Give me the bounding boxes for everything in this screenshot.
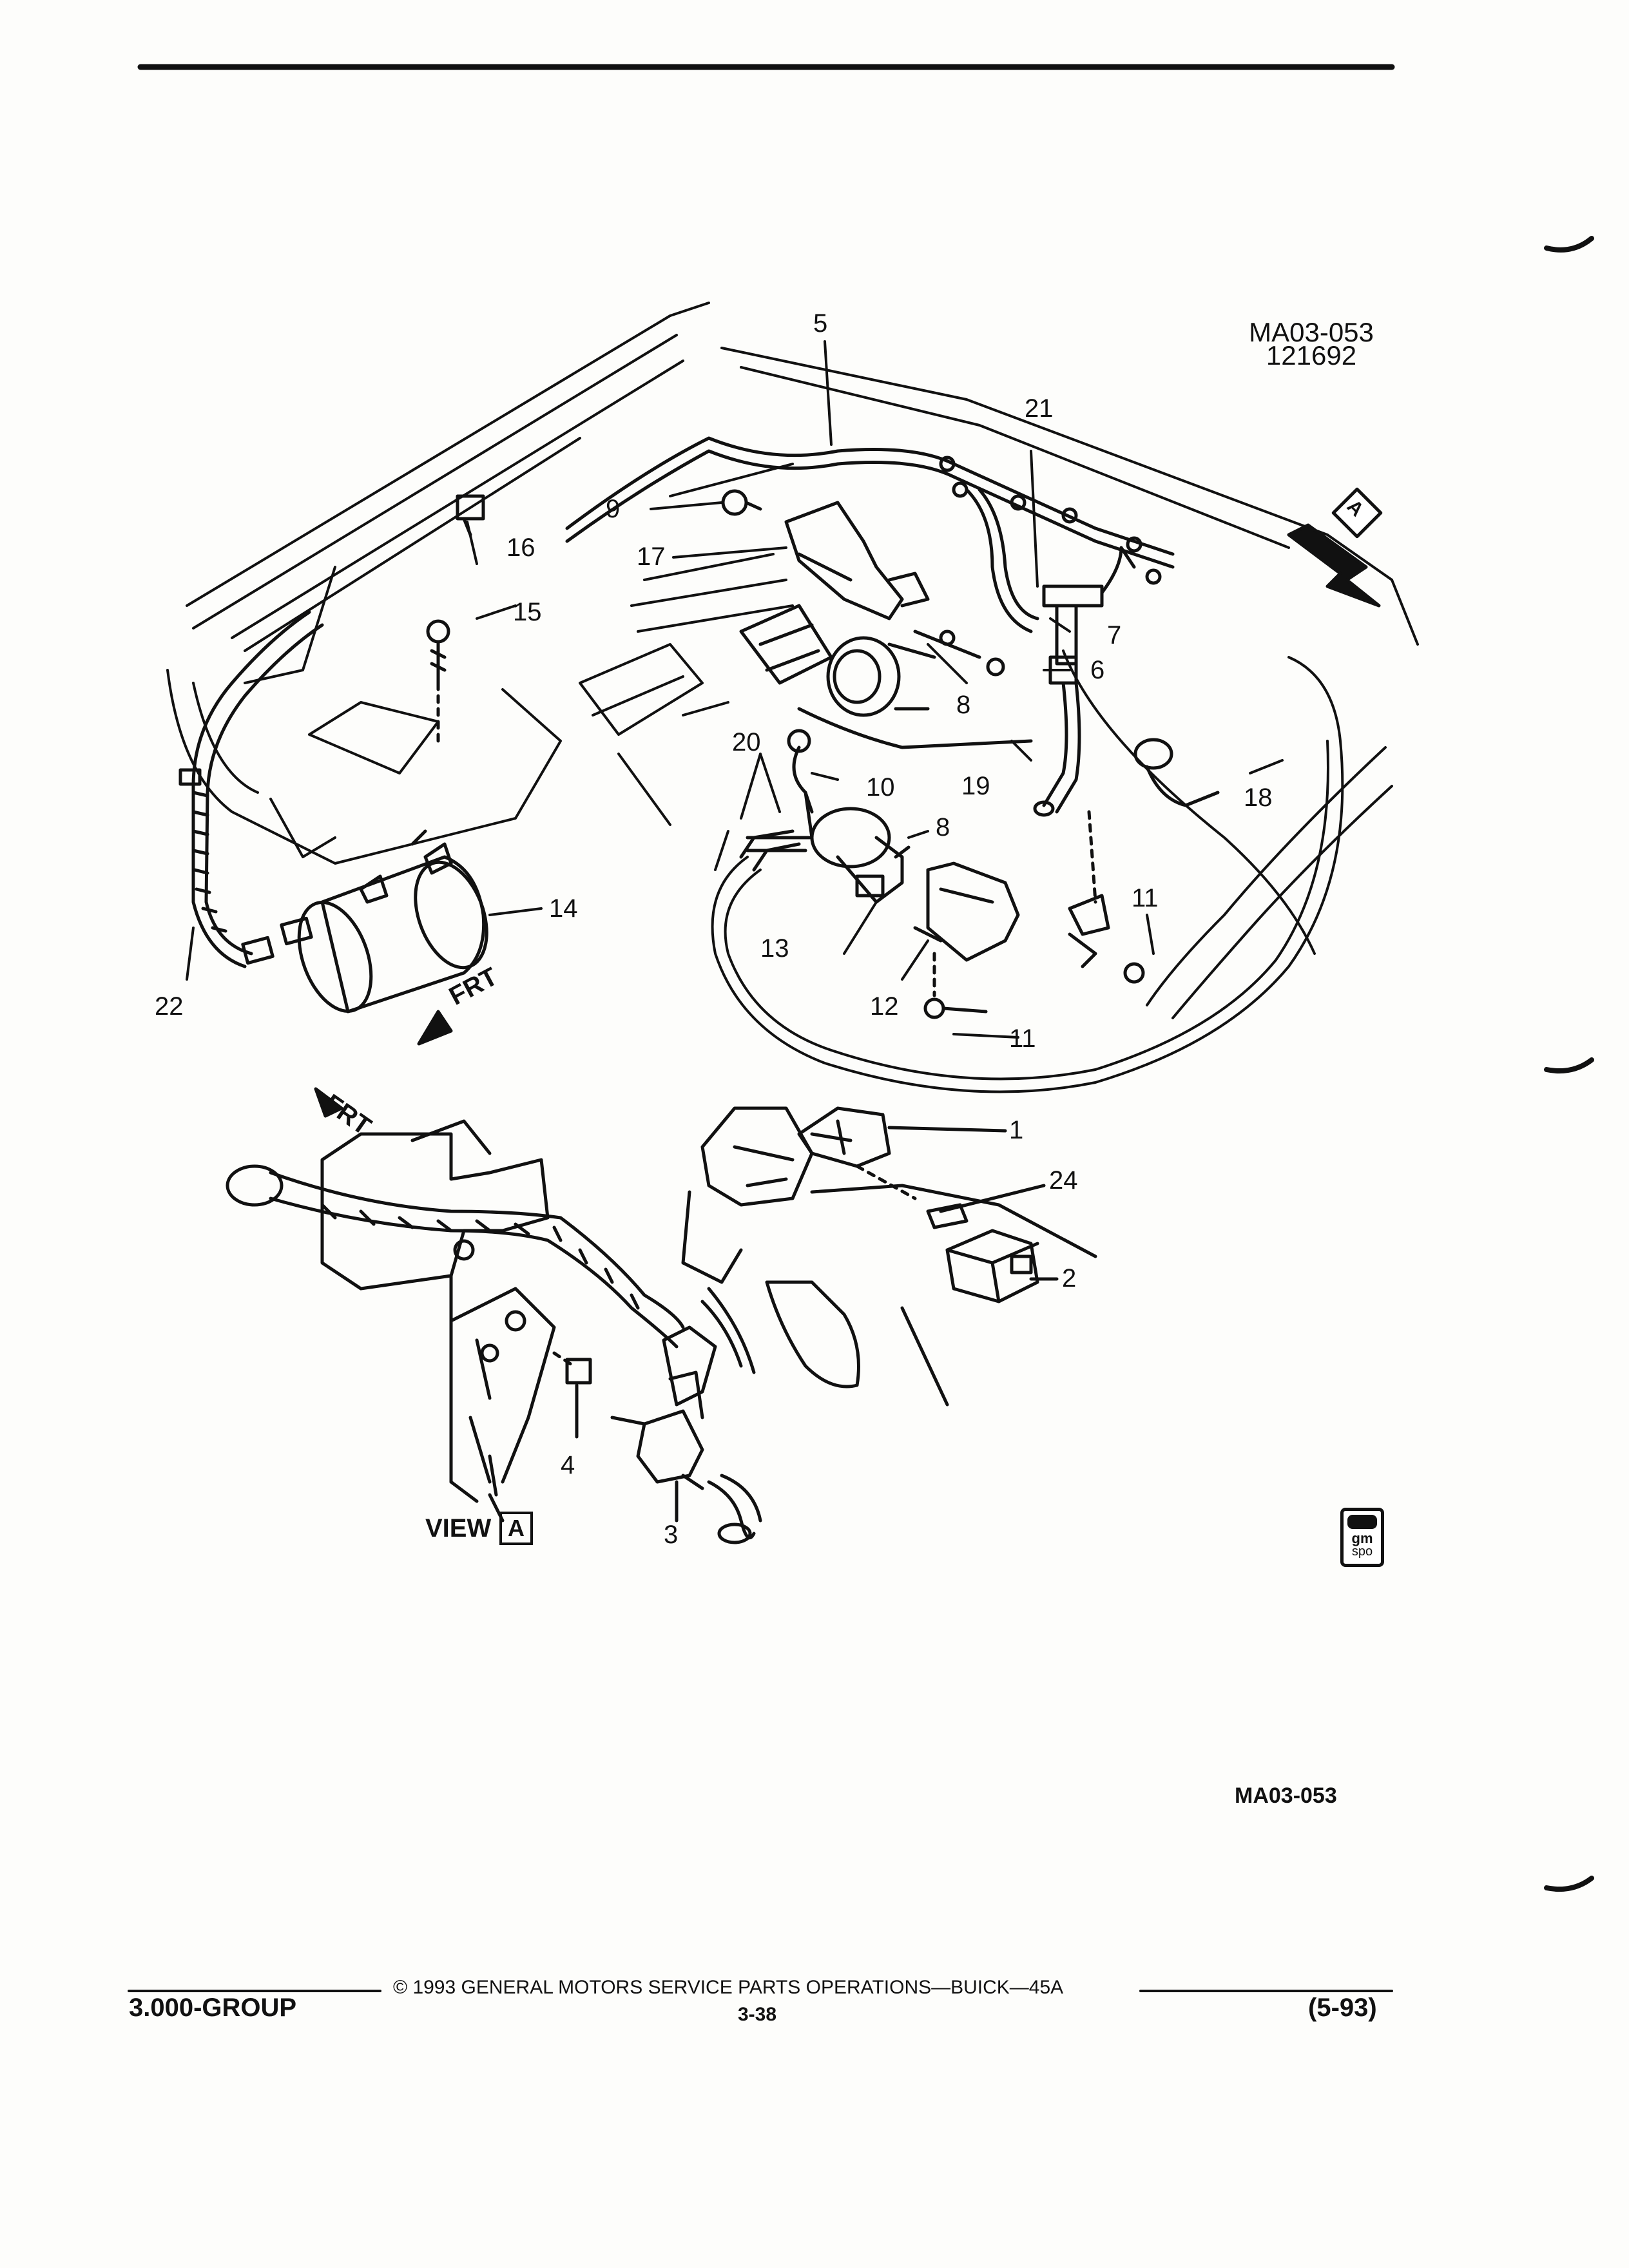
vehicle-body-outline	[166, 302, 1419, 1093]
callout-3: 3	[664, 1521, 679, 1549]
leader-lines	[186, 340, 1284, 1039]
logo-text-bottom: spo	[1351, 1544, 1373, 1559]
callout-20: 19	[961, 772, 990, 800]
figure-date: 121692	[1266, 340, 1357, 370]
actuator-14	[746, 807, 1020, 962]
harness-23	[178, 610, 324, 968]
callout-8-upper: 8	[956, 691, 971, 719]
binder-mark	[1544, 236, 1594, 253]
tee-connector	[1042, 546, 1136, 685]
callout-9: 10	[866, 773, 895, 802]
callout-2: 2	[1062, 1264, 1077, 1293]
figure-ref: MA03-053	[1235, 1783, 1337, 1808]
callout-5: 5	[813, 309, 828, 338]
callout-1: 1	[1009, 1116, 1024, 1144]
figure-code: MA03-053	[1249, 317, 1374, 347]
callout-13: 12	[870, 992, 899, 1021]
callout-24: 24	[1049, 1166, 1078, 1195]
view-label: VIEW	[425, 1514, 492, 1542]
callout-17: 16	[506, 533, 535, 562]
footer-page: 3-38	[738, 2004, 777, 2025]
cable-9	[787, 707, 1033, 840]
callout-16: 15	[513, 598, 542, 626]
screw-11	[1068, 810, 1145, 984]
binder-mark	[1544, 1876, 1594, 1892]
callout-23: 22	[155, 992, 184, 1021]
callout-18: 17	[637, 543, 666, 571]
callout-10: 9	[606, 495, 621, 523]
hose-20	[965, 488, 1081, 817]
footer-date: (5-93)	[1308, 1994, 1377, 2022]
front-arrow-upper	[417, 1010, 453, 1046]
callout-15: 14	[549, 894, 578, 923]
grommet-19	[1133, 738, 1220, 807]
screw-12	[923, 952, 988, 1019]
footer-group: 3.000-GROUP	[129, 1994, 297, 2022]
binder-mark	[1544, 1057, 1594, 1074]
gmspo-logo: gm spo	[1340, 1508, 1384, 1567]
hose-21	[739, 829, 801, 872]
view-a-arrow	[1287, 487, 1383, 608]
footer-copyright: © 1993 GENERAL MOTORS SERVICE PARTS OPER…	[393, 1977, 1064, 1998]
cruise-servo	[739, 604, 1005, 717]
callout-14: 13	[760, 934, 789, 963]
callout-7: 7	[1107, 621, 1122, 649]
view-letter: A	[499, 1512, 533, 1545]
callout-21: 20	[732, 728, 761, 756]
callout-19: 18	[1244, 783, 1273, 812]
hose-5	[565, 436, 1175, 585]
logo-text-top: gm	[1351, 1530, 1373, 1546]
callout-4: 4	[561, 1451, 575, 1479]
callout-11: 11	[1132, 884, 1159, 912]
canister-15	[297, 829, 488, 1014]
view-a-assembly	[226, 1106, 1097, 1544]
callout-12: 11	[1009, 1024, 1036, 1053]
module-18	[721, 489, 930, 620]
screw-16	[426, 619, 450, 749]
callout-6: 6	[1090, 656, 1105, 684]
front-arrow-lower	[314, 1087, 343, 1118]
callout-8-lower: 8	[936, 813, 950, 841]
callout-22: 21	[1025, 394, 1054, 423]
